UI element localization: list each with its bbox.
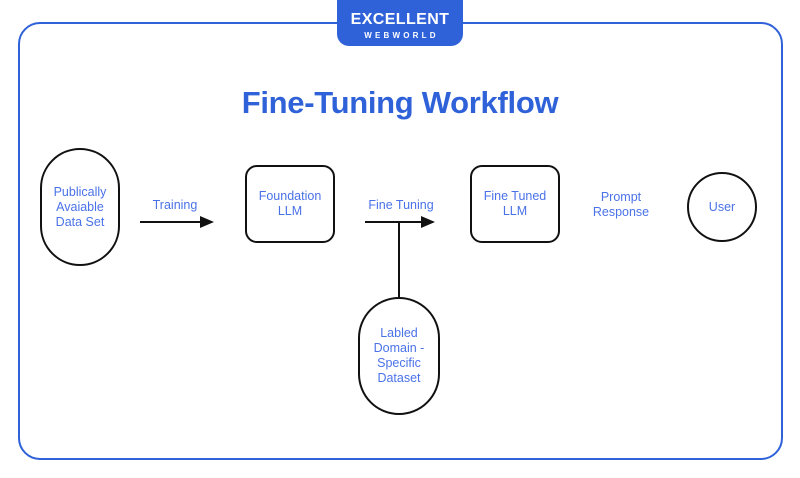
edge-label-training: Training	[152, 198, 198, 212]
node-foundation-llm[interactable]: Foundation LLM	[245, 165, 335, 243]
node-label: Labled Domain - Specific Dataset	[373, 326, 425, 385]
page-title: Fine-Tuning Workflow	[241, 85, 559, 120]
node-label: User	[708, 199, 736, 214]
node-label: Fine Tuned LLM	[483, 189, 547, 218]
node-label: Foundation LLM	[258, 189, 322, 218]
excellent-webworld-logo: EXCELLENT WEBWORLD	[337, 0, 463, 46]
node-user[interactable]: User	[687, 172, 757, 242]
node-label: Publically Avaiable Data Set	[53, 184, 107, 229]
logo-primary-text: EXCELLENT	[350, 11, 450, 28]
node-fine-tuned-llm[interactable]: Fine Tuned LLM	[470, 165, 560, 243]
node-publically-available-data-set[interactable]: Publically Avaiable Data Set	[40, 148, 120, 266]
edge-label-prompt-response: Prompt Response	[592, 190, 650, 219]
node-labeled-domain-specific-dataset[interactable]: Labled Domain - Specific Dataset	[358, 297, 440, 415]
edge-label-fine-tuning: Fine Tuning	[368, 198, 434, 212]
logo-secondary-text: WEBWORLD	[364, 31, 439, 40]
